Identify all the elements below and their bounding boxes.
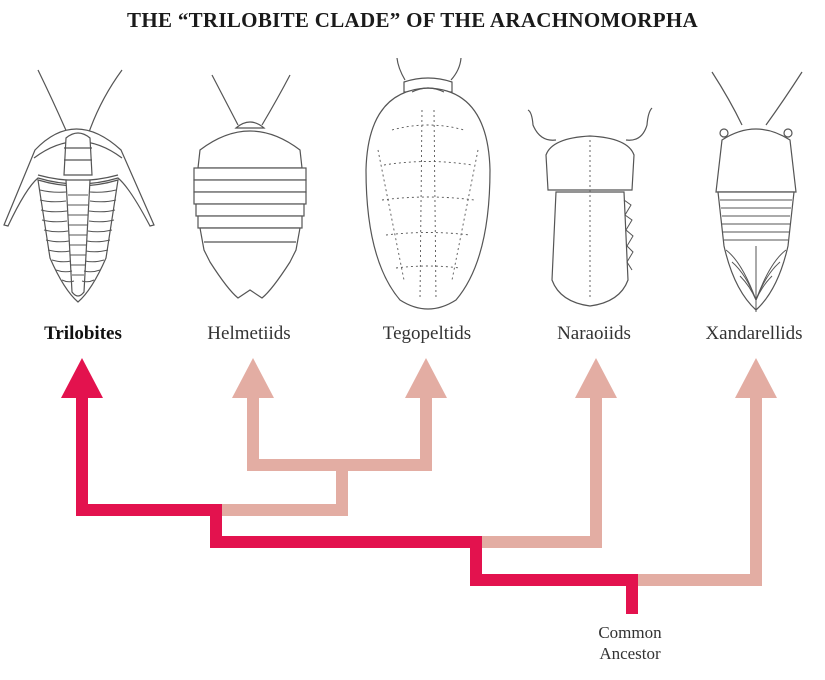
branch-trilobites xyxy=(76,395,638,614)
branch-xandarellids xyxy=(632,395,762,586)
common-ancestor-line1: Common xyxy=(598,623,662,642)
taxon-label-trilobites: Trilobites xyxy=(44,323,122,344)
xandarellid-illustration xyxy=(711,71,803,312)
tegopeltid-illustration xyxy=(365,57,491,310)
trilobite-illustration xyxy=(3,69,155,303)
arrowhead-trilobites xyxy=(61,358,103,398)
common-ancestor-label: Common Ancestor xyxy=(560,622,700,664)
taxon-label-xandarellids: Xandarellids xyxy=(705,323,803,344)
taxon-label-naraoiids: Naraoiids xyxy=(557,323,631,344)
naraoiid-illustration xyxy=(527,107,653,307)
arrowhead-naraoiids xyxy=(575,358,617,398)
arrowhead-xandarellids xyxy=(735,358,777,398)
arrowhead-helmetiids xyxy=(232,358,274,398)
taxon-label-helmetiids: Helmetiids xyxy=(207,323,291,344)
common-ancestor-line2: Ancestor xyxy=(599,644,661,663)
arrowhead-tegopeltids xyxy=(405,358,447,398)
taxon-label-tegopeltids: Tegopeltids xyxy=(382,323,472,344)
branch-naraoiids xyxy=(476,395,602,548)
branch-helmetiids-tegopeltids xyxy=(247,395,432,471)
cladogram-branches xyxy=(61,358,777,614)
branch-helmetiid-tegopeltid-stem xyxy=(216,465,348,516)
diagram-title: THE “TRILOBITE CLADE” OF THE ARACHNOMORP… xyxy=(127,8,698,32)
helmetiid-illustration xyxy=(193,74,307,299)
